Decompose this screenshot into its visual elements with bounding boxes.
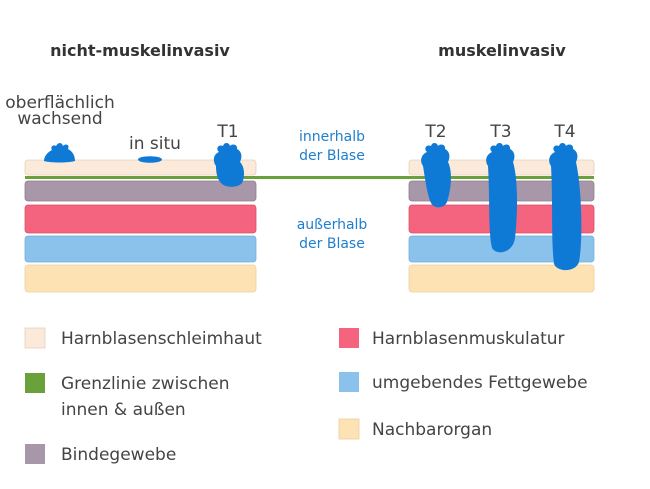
layer-connective-left [24, 180, 257, 202]
heading-muscle-invasive: muskelinvasiv [438, 41, 566, 60]
legend-label-boundary-line1: Grenzlinie zwischen [61, 374, 230, 394]
legend: Harnblasenschleimhaut Grenzlinie zwische… [24, 327, 588, 465]
label-superficial-line2: wachsend [17, 109, 102, 129]
tissue-stack-left [24, 159, 257, 293]
legend-label-organ: Nachbarorgan [372, 420, 492, 440]
tumor-t4 [549, 143, 582, 271]
legend-item-muscle: Harnblasenmuskulatur [339, 328, 565, 349]
legend-label-boundary-line2: innen & außen [61, 400, 186, 420]
legend-swatch-mucosa [24, 327, 46, 349]
tumor-t3 [486, 143, 518, 253]
tumor-in-situ [138, 156, 162, 163]
tumor-superficial-growth [44, 143, 75, 163]
legend-swatch-muscle [339, 328, 359, 348]
label-t2: T2 [424, 122, 446, 142]
legend-swatch-fat [339, 372, 359, 392]
label-outside-line1: außerhalb [297, 217, 368, 233]
legend-swatch-organ [338, 418, 360, 440]
legend-item-mucosa: Harnblasenschleimhaut [24, 327, 262, 349]
label-inside-line1: innerhalb [299, 129, 365, 145]
tumor-t1 [213, 143, 245, 187]
label-t4: T4 [553, 122, 575, 142]
layer-muscle-left [24, 204, 257, 234]
legend-item-fat: umgebendes Fettgewebe [339, 372, 588, 393]
layer-organ-right [408, 264, 595, 293]
label-in-situ: in situ [129, 134, 181, 154]
label-outside-line2: der Blase [299, 236, 365, 252]
label-t1: T1 [216, 122, 238, 142]
legend-label-fat: umgebendes Fettgewebe [372, 373, 588, 393]
layer-organ-left [24, 264, 257, 293]
tumor-t2 [421, 143, 451, 208]
legend-label-muscle: Harnblasenmuskulatur [372, 329, 565, 349]
legend-item-connective: Bindegewebe [25, 444, 176, 465]
legend-swatch-connective [25, 444, 45, 464]
label-inside-line2: der Blase [299, 148, 365, 164]
label-superficial-line1: oberflächlich [5, 93, 114, 113]
legend-item-organ: Nachbarorgan [338, 418, 492, 440]
layer-fat-left [24, 235, 257, 263]
heading-non-muscle-invasive: nicht-muskelinvasiv [50, 41, 230, 60]
legend-item-boundary: Grenzlinie zwischen innen & außen [25, 373, 230, 420]
legend-label-mucosa: Harnblasenschleimhaut [61, 329, 262, 349]
label-t3: T3 [489, 122, 511, 142]
legend-label-connective: Bindegewebe [61, 445, 176, 465]
legend-swatch-boundary [25, 373, 45, 393]
